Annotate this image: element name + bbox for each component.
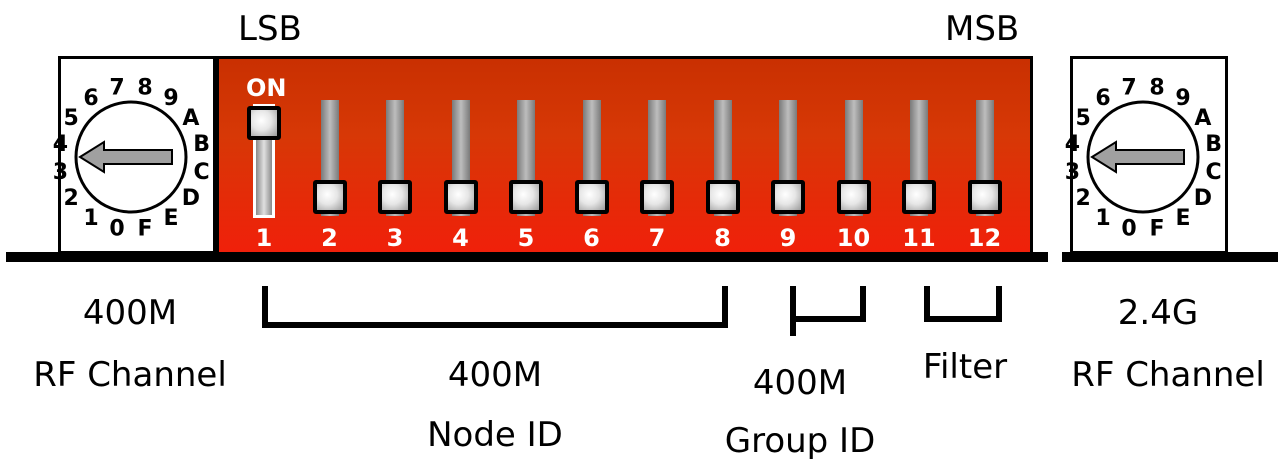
switch-7-knob[interactable]: [640, 180, 674, 214]
switch-1-knob[interactable]: [247, 106, 281, 140]
switch-11-knob[interactable]: [902, 180, 936, 214]
arrow-left-icon: [1090, 140, 1185, 174]
lsb-label: LSB: [238, 9, 302, 49]
dial-digit: 3: [53, 160, 68, 185]
dial-digit: 0: [1121, 217, 1136, 242]
dial-digit: 7: [1121, 75, 1136, 100]
filter-bracket-bottom: [924, 316, 1002, 322]
dial-digit: 5: [63, 106, 78, 131]
switch-8-number: 8: [714, 224, 731, 252]
dial-digit: 5: [1075, 106, 1090, 131]
switch-3-knob[interactable]: [378, 180, 412, 214]
left-dial-caption-line2: RF Channel: [33, 355, 227, 395]
dial-digit: 4: [1065, 132, 1080, 157]
switch-7-number: 7: [648, 224, 666, 252]
switch-10-knob[interactable]: [836, 180, 871, 214]
right-base-bar: [1062, 252, 1278, 262]
dial-digit: 1: [1095, 206, 1110, 231]
dial-digit: 9: [163, 86, 178, 111]
group-id-bracket-right: [860, 286, 866, 322]
dial-digit: B: [1205, 132, 1222, 157]
switch-12-knob[interactable]: [967, 180, 1002, 214]
dial-digit: 6: [83, 86, 98, 111]
switch-10-number: 10: [836, 224, 871, 252]
dial-digit: F: [1149, 217, 1164, 242]
node-id-bracket-right: [722, 286, 728, 328]
switch-5-knob[interactable]: [509, 180, 543, 214]
switch-1-number: 1: [255, 224, 273, 252]
dial-digit: 8: [137, 75, 152, 100]
switch-8-knob[interactable]: [705, 180, 740, 214]
dial-digit: 3: [1065, 160, 1080, 185]
switch-4-number: 4: [452, 224, 469, 252]
dial-digit: 8: [1149, 75, 1164, 100]
node-id-caption-line2: Node ID: [427, 415, 563, 455]
switch-5-number: 5: [517, 224, 535, 252]
dial-digit: 7: [109, 75, 124, 100]
filter-caption: Filter: [922, 347, 1008, 387]
switch-6-knob[interactable]: [574, 180, 609, 214]
filter-bracket-right: [996, 286, 1002, 322]
node-id-bracket-bottom: [262, 322, 728, 328]
dial-digit: 6: [1095, 86, 1110, 111]
group-id-caption-line2: Group ID: [724, 421, 876, 461]
group-id-caption-line1: 400M: [752, 363, 848, 403]
dial-digit: A: [1194, 106, 1211, 131]
dial-digit: E: [163, 206, 178, 231]
dial-digit: B: [193, 132, 210, 157]
left-dial-caption-line1: 400M: [82, 293, 178, 333]
node-id-bracket-left: [262, 286, 268, 328]
right-dial-caption-line2: RF Channel: [1071, 355, 1265, 395]
group-id-bracket-left: [790, 286, 796, 336]
dial-digit: C: [1206, 160, 1222, 185]
left-base-bar: [6, 252, 1048, 262]
dial-digit: 0: [109, 217, 124, 242]
dial-digit: 4: [53, 132, 68, 157]
dial-digit: A: [182, 106, 199, 131]
arrow-left-icon: [78, 140, 173, 174]
node-id-caption-line1: 400M: [447, 355, 543, 395]
filter-bracket-left: [924, 286, 930, 322]
switch-12-number: 12: [967, 224, 1002, 252]
dial-digit: 1: [83, 206, 98, 231]
dial-digit: E: [1175, 206, 1190, 231]
dial-digit: 2: [63, 186, 78, 211]
on-label: ON: [246, 74, 287, 102]
switch-3-number: 3: [386, 224, 404, 252]
group-id-bracket-bottom: [790, 316, 866, 322]
dial-digit: 9: [1175, 86, 1190, 111]
dip-switch-body: [216, 56, 1033, 255]
dial-digit: C: [194, 160, 210, 185]
switch-9-knob[interactable]: [771, 180, 805, 214]
dial-digit: F: [137, 217, 152, 242]
dial-digit: 2: [1075, 186, 1090, 211]
dial-digit: D: [182, 186, 200, 211]
switch-9-number: 9: [779, 224, 797, 252]
switch-4-knob[interactable]: [443, 180, 478, 214]
switch-2-number: 2: [321, 224, 338, 252]
dial-digit: D: [1194, 186, 1212, 211]
switch-11-number: 11: [902, 224, 936, 252]
right-dial-caption-line1: 2.4G: [1117, 293, 1199, 333]
msb-label: MSB: [945, 9, 1020, 49]
switch-6-number: 6: [583, 224, 600, 252]
switch-2-knob[interactable]: [312, 180, 347, 214]
